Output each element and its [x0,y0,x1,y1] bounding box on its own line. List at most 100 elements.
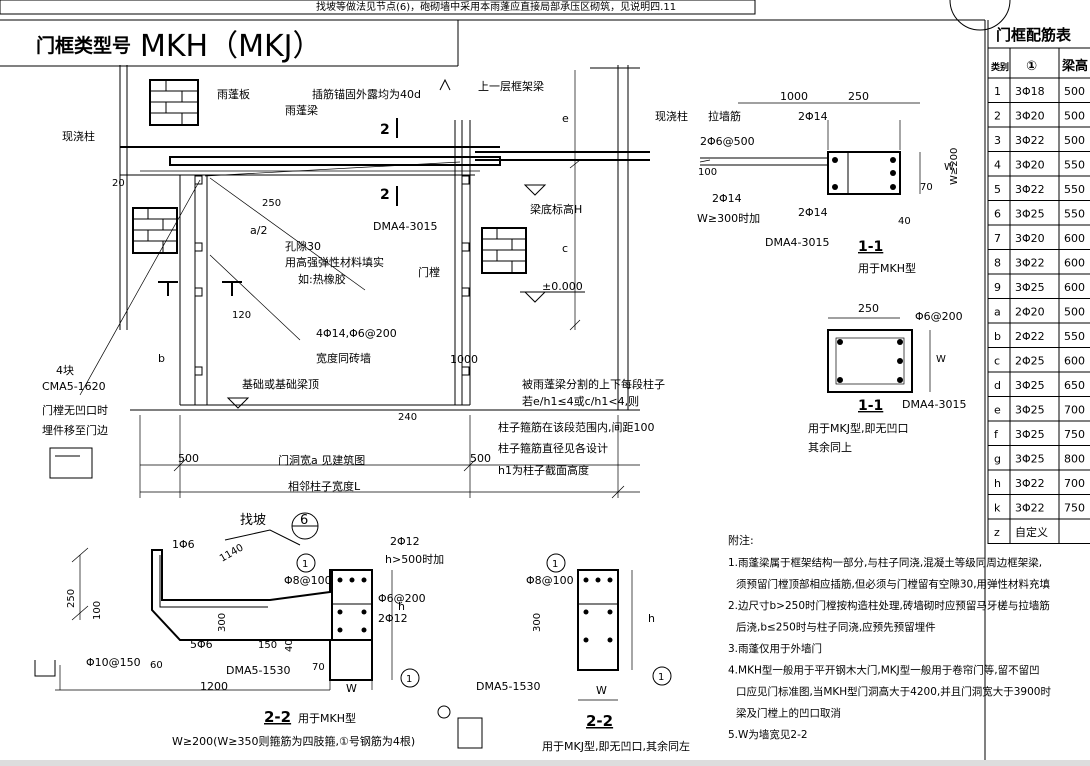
table-cell: 3Φ20 [1015,159,1045,172]
s22-bar-5d6: 5Φ6 [190,638,213,651]
note-line: 5.W为墙宽见2-2 [728,728,808,741]
s22-bar-d8: Φ8@100 [284,574,332,587]
s11-bar-2d14-bottom: 2Φ14 [798,206,828,219]
s22b-circle-1-right: 1 [658,672,664,683]
table-cell: 500 [1064,110,1085,123]
label-dim-20: 20 [112,178,125,189]
table-cell: 550 [1064,183,1085,196]
label-dim-240: 240 [398,412,417,423]
s11b-dim-w: W [936,354,946,365]
s22b-section-label: 2-2 [586,712,613,730]
table-cell: z [994,526,1000,539]
label-canopy-beam: 雨蓬梁 [285,103,318,117]
s11b-caption-2: 其余同上 [808,440,852,454]
note-line: 4.MKH型一般用于平开钢木大门,MKJ型一般用于卷帘门等,留不留凹 [728,664,1040,677]
table-cell: 750 [1064,502,1085,515]
label-foundation: 基础或基础梁顶 [242,377,319,391]
table-cell: k [994,502,1001,515]
label-hole-note-1: 孔隙30 [285,239,321,253]
label-cast-column-right: 现浇柱 [655,109,688,123]
note-line: 3.雨蓬仅用于外墙门 [728,642,822,655]
brick-wall-hatch [132,79,527,274]
table-cell: 3Φ25 [1015,208,1045,221]
table-cell: 500 [1064,85,1085,98]
table-cell: 600 [1064,232,1085,245]
section-2-2-mkj [546,553,672,701]
table-header-cell: 类别 [991,61,1009,73]
table-cell: 2Φ22 [1015,330,1045,343]
table-cell: 800 [1064,453,1085,466]
top-note-box [0,0,756,15]
table-cell: h [994,477,1001,490]
s22-bar-d6-200: Φ6@200 [378,592,426,605]
table-cell: 3Φ25 [1015,428,1045,441]
label-cma-1: 4块 [56,364,74,377]
table-cell: 3Φ22 [1015,134,1045,147]
table-cell: 7 [994,232,1001,245]
notes-list: 1.雨蓬梁属于框架结构一部分,与柱子同浇,混凝土等级同周边框架梁, 须预留门樘顶部… [728,556,1051,741]
note-line: 1.雨蓬梁属于框架结构一部分,与柱子同浇,混凝土等级同周边框架梁, [728,556,1042,569]
s22-bar-2d12: 2Φ12 [378,612,408,625]
label-cma-2: CMA5-1620 [42,380,106,393]
s11-dim-250: 250 [848,90,869,103]
label-cast-column-left: 现浇柱 [62,129,95,143]
table-cell: 1 [994,85,1001,98]
s11b-dma: DMA4-3015 [902,398,966,411]
note-line: 2.边尺寸b>250时门樘按构造柱处理,砖墙砌时应预留马牙槎与拉墙筋 [728,599,1050,612]
table-cell: 自定义 [1015,525,1048,539]
table-cell: b [994,330,1001,343]
label-dim-500-left: 500 [178,452,199,465]
label-dma-elev: DMA4-3015 [373,220,437,233]
s22-dim-60: 60 [150,660,163,671]
table-row: z 自定义 [988,525,1090,544]
label-dim-a2: a/2 [250,224,267,237]
table-cell: 3Φ22 [1015,183,1045,196]
s22-dim-h: h [398,600,405,613]
table-cell: 3Φ25 [1015,379,1045,392]
label-dim-250: 250 [262,198,281,209]
s22-dim-100: 100 [92,601,103,620]
s22-find-slope: 找坡 [240,513,266,528]
section-1-1-mkh [699,102,921,195]
bottom-strip [0,760,1090,766]
s11-section-label: 1-1 [858,239,883,255]
table-cell: 3Φ20 [1015,232,1045,245]
table-cell: 3Φ25 [1015,404,1045,417]
s22-dim-w: W [346,682,357,695]
table-cell: c [994,355,1000,368]
label-dim-2-bottom: 2 [380,187,390,203]
table-cell: 3Φ25 [1015,453,1045,466]
main-elevation [49,65,650,499]
s22-caption-type: 用于MKH型 [298,711,356,725]
label-column-note-2: 若e/h1≤4或c/h1<4,则 [522,395,639,408]
s22-detail-no: 6 [300,513,308,528]
note-line: 梁及门樘上的凹口取消 [736,707,841,720]
s22b-caption: 用于MKJ型,即无凹口,其余同左 [542,739,690,753]
s22-caption-note: W≥200(W≥350则箍筋为四肢箍,①号钢筋为4根) [172,734,415,748]
notes-title: 附注: [728,533,754,547]
s22-bar-1d6: 1Φ6 [172,538,195,551]
table-cell: 2Φ20 [1015,306,1045,319]
s11-dim-1000: 1000 [780,90,808,103]
s22b-dim-300: 300 [532,613,543,632]
title-prefix: 门框类型号 [36,34,131,57]
note-line: 须预留门樘顶部相应插筋,但必须与门樘留有空隙30,用弹性材料充填 [736,578,1051,591]
label-door-opening: 门洞宽a 见建筑图 [278,453,365,467]
table-row: 7 3Φ20 600 [988,232,1090,250]
table-cell: 500 [1064,134,1085,147]
s22b-bar-d8: Φ8@100 [526,574,574,587]
label-cma-3: 门樘无凹口时 [42,403,108,417]
s11b-caption-1: 用于MKJ型,即无凹口 [808,421,908,435]
